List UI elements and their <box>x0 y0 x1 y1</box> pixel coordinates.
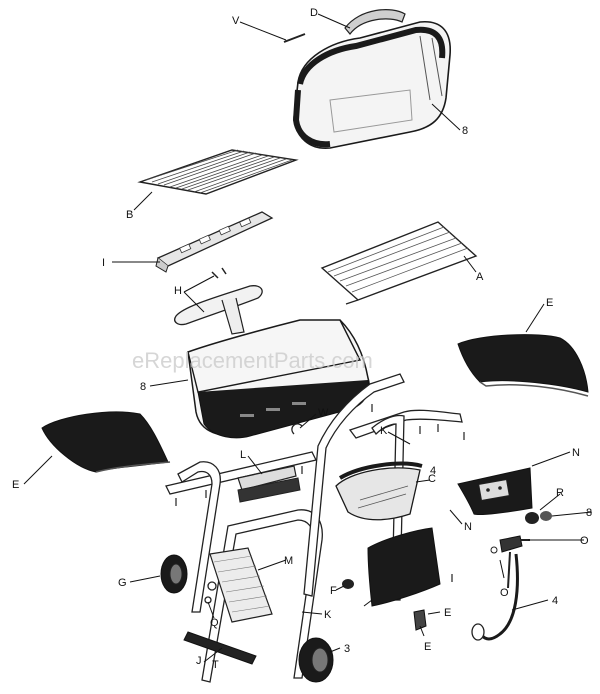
lid-handle <box>344 9 406 35</box>
side-hook <box>291 423 303 435</box>
burner-assembly <box>174 267 263 335</box>
label-bowl-callout: 8 <box>140 381 146 393</box>
front-panel <box>367 527 441 607</box>
label-panel-4: 4 <box>430 465 436 477</box>
label-O-mid: O <box>500 587 509 599</box>
valve-regulator <box>490 535 530 554</box>
label-wheel-3: 3 <box>344 643 350 655</box>
firebox-bowl <box>187 319 370 439</box>
label-J: J <box>196 655 202 667</box>
label-K-bottom: K <box>324 609 332 621</box>
heat-tent <box>155 211 274 273</box>
label-B: B <box>126 209 133 221</box>
label-N-bottom: N <box>464 521 472 533</box>
label-K-top: K <box>380 425 388 437</box>
label-T: T <box>212 659 219 671</box>
gas-hose <box>471 551 519 641</box>
bottom-shelf <box>209 547 273 623</box>
wheel-right <box>298 637 334 683</box>
label-bracket-E: E <box>444 607 451 619</box>
label-G: G <box>118 577 127 589</box>
leader-lines <box>23 13 593 663</box>
label-E-right: E <box>546 297 553 309</box>
bottom-brace <box>183 631 257 665</box>
label-F: F <box>330 585 337 597</box>
label-E-small: E <box>424 641 431 653</box>
hinge-pin <box>283 33 306 43</box>
axle-hub <box>204 581 217 604</box>
cooking-grate <box>137 149 299 195</box>
label-hose-4: 4 <box>552 595 558 607</box>
label-O-right: O <box>580 535 589 547</box>
front-bracket <box>237 465 301 503</box>
label-V: V <box>232 15 240 27</box>
label-N-top: N <box>572 447 580 459</box>
label-A: A <box>476 271 484 283</box>
label-L: L <box>240 449 246 461</box>
wheel-left <box>160 554 188 594</box>
label-Q: Q <box>210 617 219 629</box>
label-R: R <box>556 487 564 499</box>
label-M: M <box>284 555 293 567</box>
label-I: I <box>102 257 105 269</box>
warming-rack <box>320 221 478 305</box>
callout-labels: V D 8 B I A H E 8 W K N E L 4 C R 8 N O … <box>12 7 592 671</box>
grease-tray <box>335 461 423 521</box>
label-knob-callout: 8 <box>586 507 592 519</box>
side-table-left <box>41 411 171 473</box>
side-table-right <box>457 334 589 397</box>
watermark: eReplacementParts.com <box>132 348 373 373</box>
control-knobs <box>525 511 552 524</box>
label-D: D <box>310 7 318 19</box>
small-fittings <box>342 579 427 631</box>
grill-lid <box>292 21 451 149</box>
label-E-left: E <box>12 479 19 491</box>
label-C: C <box>428 473 436 485</box>
label-lid-callout: 8 <box>462 125 468 137</box>
label-W: W <box>318 407 329 419</box>
control-panel <box>457 467 533 515</box>
label-H: H <box>174 285 182 297</box>
